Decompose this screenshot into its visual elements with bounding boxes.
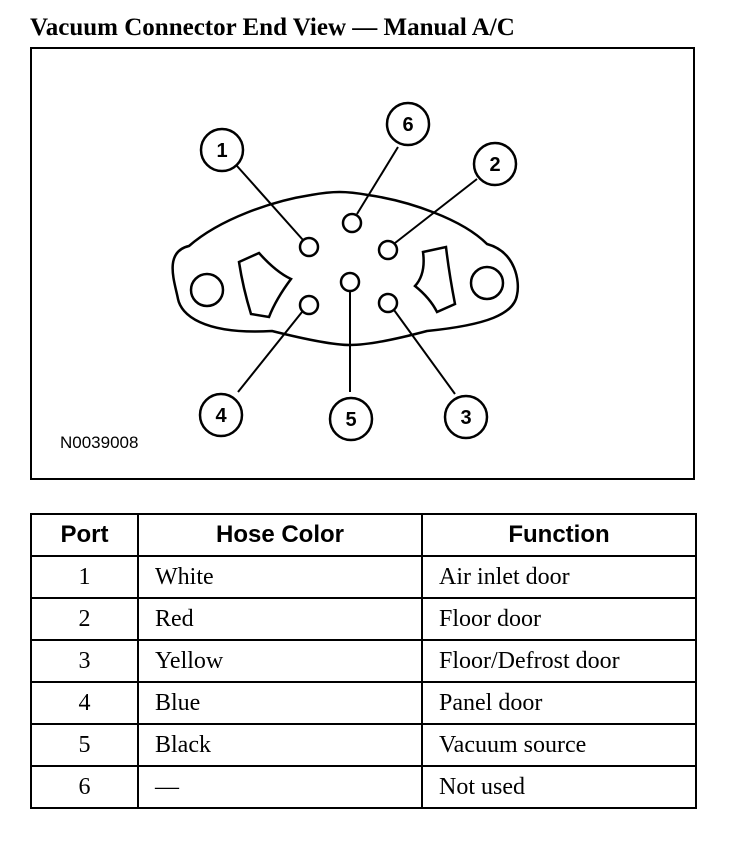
hose-color-cell: Yellow <box>137 639 423 683</box>
hose-color-cell: Blue <box>137 681 423 725</box>
callout-6: 6 <box>385 101 431 147</box>
callout-4: 4 <box>198 392 244 438</box>
function-cell: Floor door <box>421 597 697 641</box>
callout-6-label: 6 <box>402 114 413 136</box>
callout-2-label: 2 <box>489 154 500 176</box>
table-row: 5 Black Vacuum source <box>30 723 697 767</box>
port-cell: 5 <box>30 723 139 767</box>
port-3-hole <box>377 292 399 314</box>
function-cell: Panel door <box>421 681 697 725</box>
left-cutout <box>237 251 293 319</box>
callout-3: 3 <box>443 394 489 440</box>
port-6-hole <box>341 212 363 234</box>
port-cell: 2 <box>30 597 139 641</box>
port-cell: 1 <box>30 555 139 599</box>
port-2-hole <box>377 239 399 261</box>
connector-diagram: 1 2 3 4 5 6 N0039008 <box>30 47 695 480</box>
port-4-hole <box>298 294 320 316</box>
callout-1: 1 <box>199 127 245 173</box>
hose-color-cell: — <box>137 765 423 809</box>
callout-5: 5 <box>328 396 374 442</box>
connector-body <box>171 190 520 347</box>
leader-line-1 <box>236 165 304 241</box>
header-function: Function <box>421 513 697 557</box>
table-row: 3 Yellow Floor/Defrost door <box>30 639 697 683</box>
port-assignment-table: Port Hose Color Function 1 White Air inl… <box>30 513 697 809</box>
callout-5-label: 5 <box>345 409 356 431</box>
table-row: 1 White Air inlet door <box>30 555 697 599</box>
port-5-hole <box>339 271 361 293</box>
leader-line-6 <box>356 146 399 215</box>
header-hose-color: Hose Color <box>137 513 423 557</box>
port-cell: 6 <box>30 765 139 809</box>
callout-2: 2 <box>472 141 518 187</box>
page-title: Vacuum Connector End View — Manual A/C <box>30 14 515 41</box>
leader-line-4 <box>237 311 303 393</box>
left-mounting-hole <box>189 272 225 308</box>
port-cell: 4 <box>30 681 139 725</box>
leader-line-3 <box>393 309 456 395</box>
hose-color-cell: White <box>137 555 423 599</box>
function-cell: Floor/Defrost door <box>421 639 697 683</box>
callout-3-label: 3 <box>460 407 471 429</box>
header-port: Port <box>30 513 139 557</box>
connector-illustration: 1 2 3 4 5 6 N0039008 <box>60 101 520 452</box>
figure-id: N0039008 <box>60 433 138 452</box>
function-cell: Air inlet door <box>421 555 697 599</box>
leader-line-2 <box>394 178 478 244</box>
callout-4-label: 4 <box>215 405 227 427</box>
hose-color-cell: Black <box>137 723 423 767</box>
table-row: 6 — Not used <box>30 765 697 809</box>
port-cell: 3 <box>30 639 139 683</box>
port-1-hole <box>298 236 320 258</box>
table-row: 2 Red Floor door <box>30 597 697 641</box>
right-cutout <box>413 245 457 314</box>
table-header-row: Port Hose Color Function <box>30 513 697 557</box>
right-mounting-hole <box>469 265 505 301</box>
function-cell: Vacuum source <box>421 723 697 767</box>
callout-1-label: 1 <box>216 140 227 162</box>
function-cell: Not used <box>421 765 697 809</box>
hose-color-cell: Red <box>137 597 423 641</box>
table-row: 4 Blue Panel door <box>30 681 697 725</box>
